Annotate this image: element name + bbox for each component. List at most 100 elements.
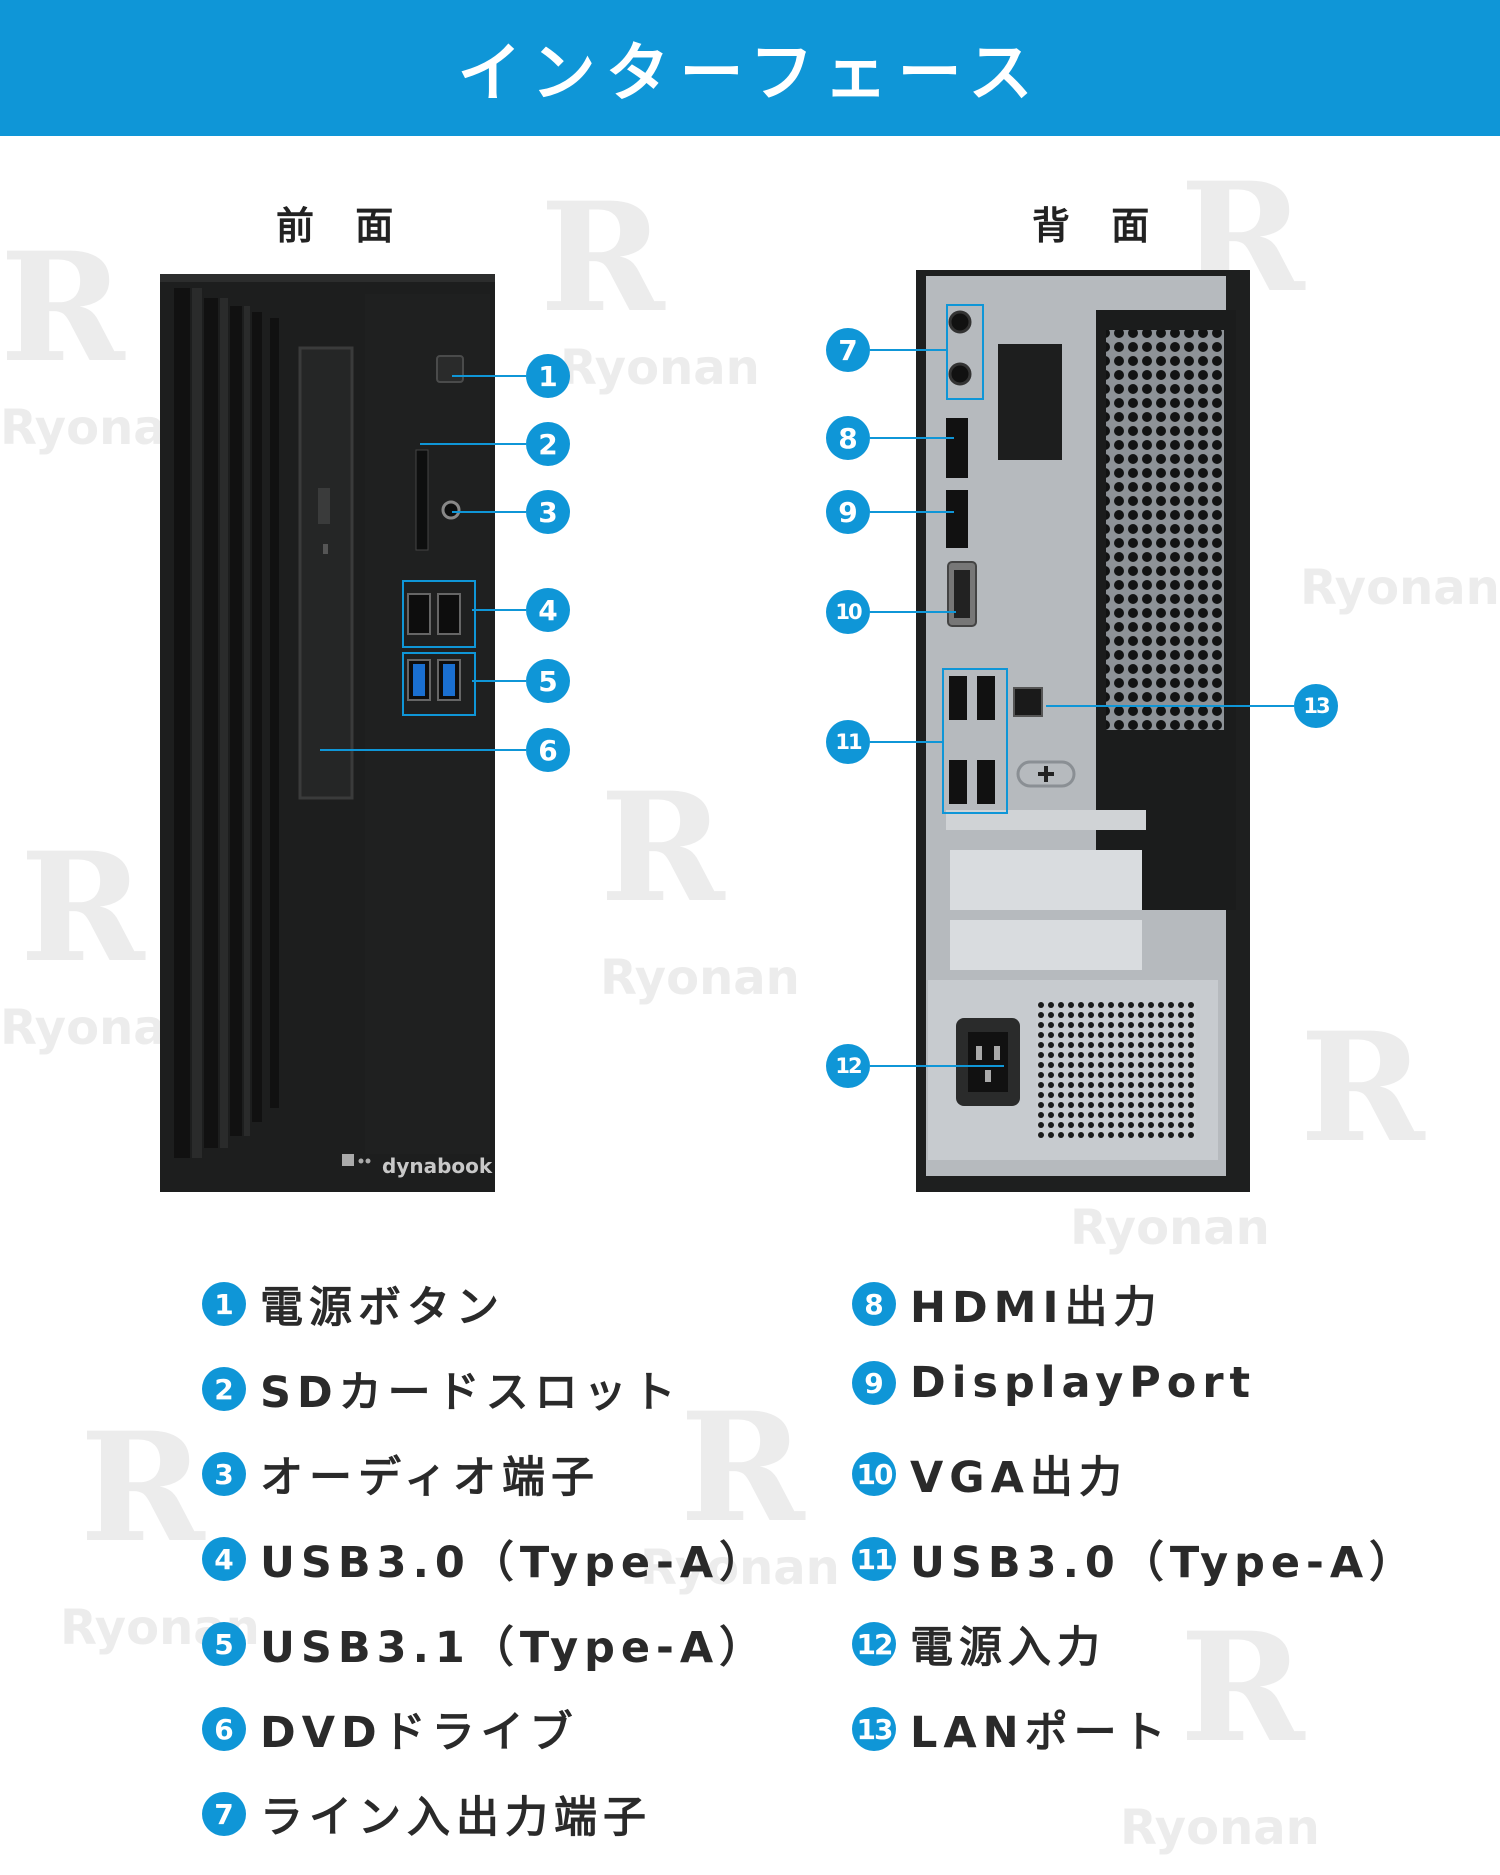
legend-label: 電源入力 xyxy=(910,1623,1106,1673)
watermark-logo: R xyxy=(1180,1600,1305,1776)
audio-back-highlight xyxy=(946,304,984,400)
callout-8: 8 xyxy=(826,416,954,460)
marker-1: 1 xyxy=(526,354,570,398)
watermark-text: Ryonan xyxy=(1300,560,1500,616)
callout-7: 7 xyxy=(826,328,946,372)
legend-number: 8 xyxy=(852,1282,896,1326)
watermark-text: Ryonan xyxy=(1120,1800,1320,1856)
legend-item: 1 電源ボタン xyxy=(202,1273,505,1335)
marker-8: 8 xyxy=(826,416,870,460)
legend-label: VGA出力 xyxy=(910,1453,1128,1503)
legend-number: 3 xyxy=(202,1452,246,1496)
callout-9: 9 xyxy=(826,490,954,534)
callout-5: 5 xyxy=(472,659,570,703)
legend-number: 4 xyxy=(202,1537,246,1581)
callout-line xyxy=(420,443,526,445)
callout-line xyxy=(870,741,942,743)
marker-10: 10 xyxy=(826,590,870,634)
legend-label: USB3.1（Type-A） xyxy=(260,1623,769,1673)
marker-9: 9 xyxy=(826,490,870,534)
legend-number: 11 xyxy=(852,1537,896,1581)
callout-3: 3 xyxy=(452,490,570,534)
usb30-front-highlight xyxy=(402,580,476,648)
watermark-logo: R xyxy=(540,170,665,346)
watermark-logo: R xyxy=(0,220,125,396)
callout-12: 12 xyxy=(826,1044,1004,1088)
legend-label: HDMI出力 xyxy=(910,1283,1163,1333)
legend-item: 8 HDMI出力 xyxy=(852,1273,1162,1335)
legend-label: LANポート xyxy=(910,1708,1172,1758)
marker-11: 11 xyxy=(826,720,870,764)
callout-line xyxy=(870,437,954,439)
legend-number: 5 xyxy=(202,1622,246,1666)
legend-number: 12 xyxy=(852,1622,896,1666)
watermark-logo: R xyxy=(1300,1000,1425,1176)
watermark-text: Ryonan xyxy=(560,340,760,396)
watermark-logo: R xyxy=(20,820,145,996)
watermark-text: Ryonan xyxy=(600,950,800,1006)
callout-10: 10 xyxy=(826,590,956,634)
callout-line xyxy=(472,609,526,611)
legend-item: 11 USB3.0（Type-A） xyxy=(852,1528,1418,1590)
callout-line xyxy=(452,511,526,513)
legend-label: 電源ボタン xyxy=(260,1283,505,1333)
legend-item: 7 ライン入出力端子 xyxy=(202,1783,652,1845)
legend-label: ライン入出力端子 xyxy=(260,1793,652,1843)
legend-label: オーディオ端子 xyxy=(260,1453,600,1503)
callout-line xyxy=(472,680,526,682)
legend-label: SDカードスロット xyxy=(260,1368,682,1418)
marker-6: 6 xyxy=(526,728,570,772)
front-heading: 前 面 xyxy=(276,204,408,248)
marker-7: 7 xyxy=(826,328,870,372)
callout-2: 2 xyxy=(420,422,570,466)
back-heading: 背 面 xyxy=(1032,204,1164,248)
legend-item: 10 VGA出力 xyxy=(852,1443,1128,1505)
marker-12: 12 xyxy=(826,1044,870,1088)
legend-item: 5 USB3.1（Type-A） xyxy=(202,1613,768,1675)
usb-back-highlight xyxy=(942,668,1008,814)
legend-number: 13 xyxy=(852,1707,896,1751)
callout-11: 11 xyxy=(826,720,942,764)
legend-item: 2 SDカードスロット xyxy=(202,1358,682,1420)
legend-label: DVDドライブ xyxy=(260,1708,579,1758)
callout-line xyxy=(870,1065,1004,1067)
callout-line xyxy=(320,749,526,751)
legend-item: 3 オーディオ端子 xyxy=(202,1443,600,1505)
front-pc-image: dynabook xyxy=(160,274,495,1192)
legend-number: 6 xyxy=(202,1707,246,1751)
marker-2: 2 xyxy=(526,422,570,466)
legend-label: DisplayPort xyxy=(910,1358,1257,1408)
marker-3: 3 xyxy=(526,490,570,534)
callout-4: 4 xyxy=(472,588,570,632)
watermark-logo: R xyxy=(600,760,725,936)
legend-number: 7 xyxy=(202,1792,246,1836)
usb31-front-highlight xyxy=(402,652,476,716)
legend-label: USB3.0（Type-A） xyxy=(910,1538,1419,1588)
marker-5: 5 xyxy=(526,659,570,703)
legend-number: 2 xyxy=(202,1367,246,1411)
callout-13: 13 xyxy=(1046,684,1338,728)
marker-4: 4 xyxy=(526,588,570,632)
marker-13: 13 xyxy=(1294,684,1338,728)
legend-item: 13 LANポート xyxy=(852,1698,1172,1760)
legend-number: 10 xyxy=(852,1452,896,1496)
legend-item: 9 DisplayPort xyxy=(852,1358,1256,1408)
callout-line xyxy=(870,349,946,351)
callout-6: 6 xyxy=(320,728,570,772)
brand-logo: dynabook xyxy=(382,1154,493,1178)
back-pc-image xyxy=(916,270,1250,1192)
callout-line xyxy=(452,375,526,377)
callout-1: 1 xyxy=(452,354,570,398)
legend-item: 6 DVDドライブ xyxy=(202,1698,579,1760)
legend-number: 9 xyxy=(852,1361,896,1405)
callout-line xyxy=(1046,705,1294,707)
legend-label: USB3.0（Type-A） xyxy=(260,1538,769,1588)
legend-item: 4 USB3.0（Type-A） xyxy=(202,1528,768,1590)
header-banner: インターフェース xyxy=(0,0,1500,136)
callout-line xyxy=(870,511,954,513)
legend-item: 12 電源入力 xyxy=(852,1613,1106,1675)
watermark-text: Ryonan xyxy=(1070,1200,1270,1256)
callout-line xyxy=(870,611,956,613)
legend-number: 1 xyxy=(202,1282,246,1326)
watermark-logo: R xyxy=(80,1400,205,1576)
